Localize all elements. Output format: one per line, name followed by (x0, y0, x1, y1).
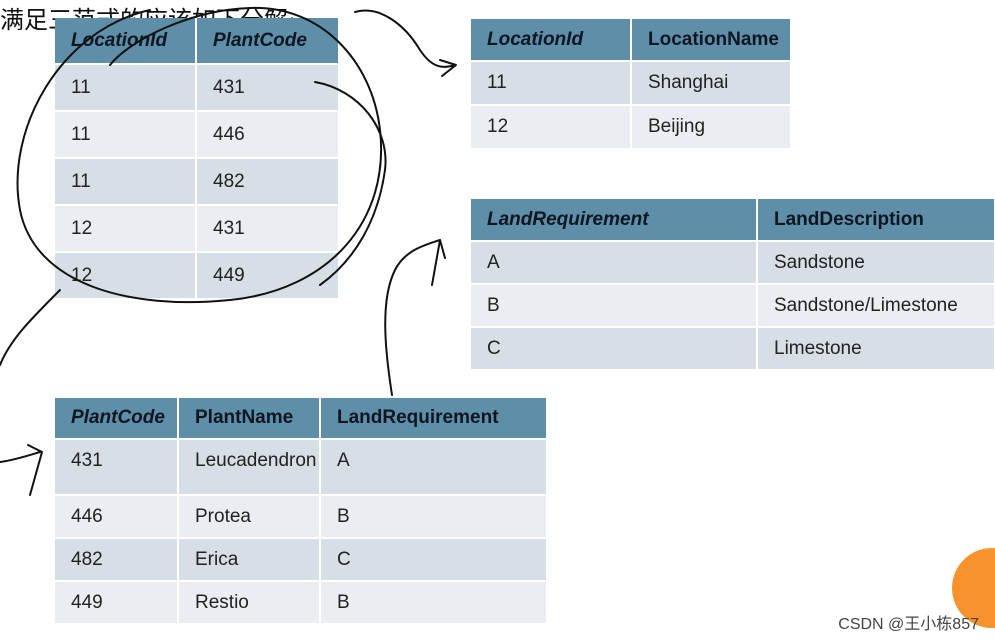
table-row: 482 Erica C (55, 538, 548, 582)
arrow-head-land (431, 239, 446, 286)
watermark: CSDN @王小栋857 (838, 616, 979, 633)
table-cell: 12 (55, 252, 197, 300)
table-row: 12 431 (55, 205, 340, 253)
table-cell: Shanghai (631, 61, 792, 106)
table-header-row: LandRequirement LandDescription (471, 199, 995, 242)
table-cell: 449 (55, 581, 179, 625)
table-row: 11 Shanghai (471, 61, 792, 106)
table-row: 11 482 (55, 158, 340, 206)
table-cell: 446 (55, 495, 179, 539)
table-row: A Sandstone (471, 241, 995, 285)
table-cell: 11 (471, 61, 632, 106)
table-cell: Sandstone/Limestone (757, 284, 995, 328)
table-cell: A (320, 439, 548, 496)
table-cell: B (320, 495, 548, 539)
table-cell: Beijing (631, 105, 792, 150)
table-cell: 446 (196, 111, 340, 159)
table-cell: 12 (471, 105, 632, 150)
table-cell: A (471, 241, 758, 285)
arrow-to-location-table (354, 9, 456, 68)
table-row: 12 449 (55, 252, 340, 300)
column-header: PlantName (178, 398, 321, 440)
location-plant-table: LocationId PlantCode 11 431 11 446 11 48… (55, 18, 340, 300)
table-cell: Limestone (757, 327, 995, 371)
table-cell: 12 (55, 205, 197, 253)
table-cell: Leucadendron (178, 439, 321, 496)
table-cell: 449 (196, 252, 340, 300)
location-table: LocationId LocationName 11 Shanghai 12 B… (471, 19, 792, 150)
arrow-head-location (439, 59, 457, 77)
table-row: 11 446 (55, 111, 340, 159)
arrow-to-land-table (384, 239, 441, 396)
table-cell: C (471, 327, 758, 371)
table-row: 12 Beijing (471, 105, 792, 150)
table-cell: 11 (55, 64, 197, 112)
column-header: LandRequirement (320, 398, 548, 440)
table-row: 11 431 (55, 64, 340, 112)
arrow-head-plant (27, 444, 43, 496)
table-cell: C (320, 538, 548, 582)
table-header-row: LocationId LocationName (471, 19, 792, 62)
column-header: PlantCode (55, 398, 179, 440)
table-row: C Limestone (471, 327, 995, 371)
table-cell: 482 (55, 538, 179, 582)
table-cell: 431 (196, 64, 340, 112)
table-cell: 482 (196, 158, 340, 206)
table-cell: Protea (178, 495, 321, 539)
table-cell: 11 (55, 158, 197, 206)
table-cell: Restio (178, 581, 321, 625)
column-header: LandRequirement (471, 199, 758, 242)
table-cell: Erica (178, 538, 321, 582)
column-header: LocationId (471, 19, 632, 62)
column-header: LocationId (55, 18, 197, 65)
table-row: 446 Protea B (55, 495, 548, 539)
land-table: LandRequirement LandDescription A Sandst… (471, 199, 995, 371)
table-cell: Sandstone (757, 241, 995, 285)
arrow-to-plant-table (0, 451, 41, 463)
table-cell: B (471, 284, 758, 328)
table-row: 431 Leucadendron A (55, 439, 548, 496)
column-header: PlantCode (196, 18, 340, 65)
table-row: 449 Restio B (55, 581, 548, 625)
column-header: LocationName (631, 19, 792, 62)
table-header-row: LocationId PlantCode (55, 18, 340, 65)
table-row: B Sandstone/Limestone (471, 284, 995, 328)
table-cell: B (320, 581, 548, 625)
table-cell: 431 (196, 205, 340, 253)
table-header-row: PlantCode PlantName LandRequirement (55, 398, 548, 440)
table-cell: 431 (55, 439, 179, 496)
column-header: LandDescription (757, 199, 995, 242)
plant-table: PlantCode PlantName LandRequirement 431 … (55, 398, 548, 625)
annotation-tail (0, 289, 61, 366)
table-cell: 11 (55, 111, 197, 159)
